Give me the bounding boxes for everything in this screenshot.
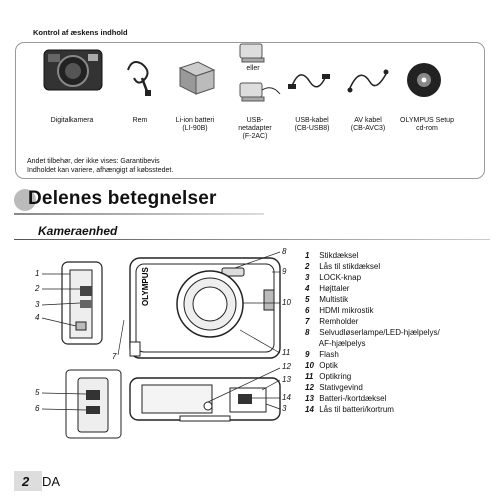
item-label-av-cable: AV kabel (CB-AVC3) bbox=[350, 117, 386, 132]
callout-8: 8 bbox=[282, 247, 287, 256]
box-contents-panel bbox=[15, 42, 485, 179]
part-item-14: 14 Lås til batteri/kortrum bbox=[305, 405, 394, 414]
part-item-1: 1 Stikdæksel bbox=[305, 251, 359, 260]
page-language: DA bbox=[42, 474, 61, 489]
strap-icon bbox=[127, 61, 151, 96]
callout-10: 10 bbox=[282, 298, 291, 307]
camera-side-detail bbox=[65, 369, 122, 439]
item-label-strap: Rem bbox=[132, 117, 148, 124]
part-item-4: 4 Højttaler bbox=[305, 284, 350, 293]
callout-13: 13 bbox=[282, 375, 291, 384]
page-number-tab bbox=[14, 471, 42, 491]
part-item-11: 11 Optikring bbox=[305, 372, 352, 381]
section-rule bbox=[14, 213, 264, 215]
item-label-usb-cable: USB-kabel (CB-USB8) bbox=[294, 117, 330, 132]
part-item-3: 3 LOCK-knap bbox=[305, 273, 362, 282]
callout-7: 7 bbox=[112, 352, 117, 361]
subsection-rule bbox=[14, 239, 490, 240]
cd-rom-icon bbox=[407, 63, 441, 97]
subsection-title: Kameraenhed bbox=[38, 224, 118, 238]
box-note-line-2: Indholdet kan variere, afhængigt af købs… bbox=[27, 167, 174, 174]
callout-3-bottom: 3 bbox=[282, 404, 287, 413]
part-item-12: 12 Stativgevind bbox=[305, 383, 363, 392]
box-note: Andet tilbehør, der ikke vises: Garantib… bbox=[27, 157, 173, 175]
box-note-line-1: Andet tilbehør, der ikke vises: Garantib… bbox=[27, 158, 160, 165]
callout-11: 11 bbox=[282, 348, 291, 357]
part-item-8-cont: AF-hjælpelys bbox=[318, 339, 366, 348]
callout-3: 3 bbox=[35, 300, 40, 309]
camera-front-view: OLYMPUS bbox=[129, 257, 281, 359]
box-contents-title: Kontrol af æskens indhold bbox=[33, 28, 128, 37]
part-item-5: 5 Multistik bbox=[305, 295, 349, 304]
av-cable-icon bbox=[347, 69, 389, 93]
camera-side-view bbox=[61, 261, 103, 345]
camera-icon bbox=[43, 49, 103, 91]
item-label-cd-rom: OLYMPUS Setup cd-rom bbox=[400, 117, 454, 132]
brand-text: OLYMPUS bbox=[141, 267, 150, 306]
camera-bottom-view bbox=[129, 377, 281, 422]
part-item-10: 10 Optik bbox=[305, 361, 338, 370]
usb-cable-icon bbox=[288, 74, 330, 89]
or-label: eller bbox=[246, 65, 260, 72]
callout-1: 1 bbox=[35, 269, 40, 278]
battery-icon bbox=[178, 61, 216, 95]
item-label-camera: Digitalkamera bbox=[50, 117, 94, 124]
callout-2: 2 bbox=[35, 284, 40, 293]
usb-adapter-icon bbox=[239, 43, 281, 102]
item-label-usb-adapter: USB- netadapter (F-2AC) bbox=[238, 117, 272, 140]
callout-6: 6 bbox=[35, 404, 40, 413]
part-item-7: 7 Remholder bbox=[305, 317, 359, 326]
item-label-battery: Li-ion batteri (LI-90B) bbox=[175, 117, 215, 132]
callout-4: 4 bbox=[35, 313, 40, 322]
callout-5: 5 bbox=[35, 388, 40, 397]
section-title: Delenes betegnelser bbox=[28, 188, 217, 209]
part-item-9: 9 Flash bbox=[305, 350, 339, 359]
page-number: 2 bbox=[22, 474, 30, 489]
part-item-2: 2 Lås til stikdæksel bbox=[305, 262, 381, 271]
part-item-13: 13 Batteri-/kortdæksel bbox=[305, 394, 387, 403]
callout-12: 12 bbox=[282, 362, 291, 371]
callout-9: 9 bbox=[282, 267, 287, 276]
part-item-8: 8 Selvudløserlampe/LED-hjælpelys/ bbox=[305, 328, 440, 337]
part-item-6: 6 HDMI mikrostik bbox=[305, 306, 374, 315]
section-icon bbox=[14, 189, 36, 211]
callout-14: 14 bbox=[282, 393, 291, 402]
